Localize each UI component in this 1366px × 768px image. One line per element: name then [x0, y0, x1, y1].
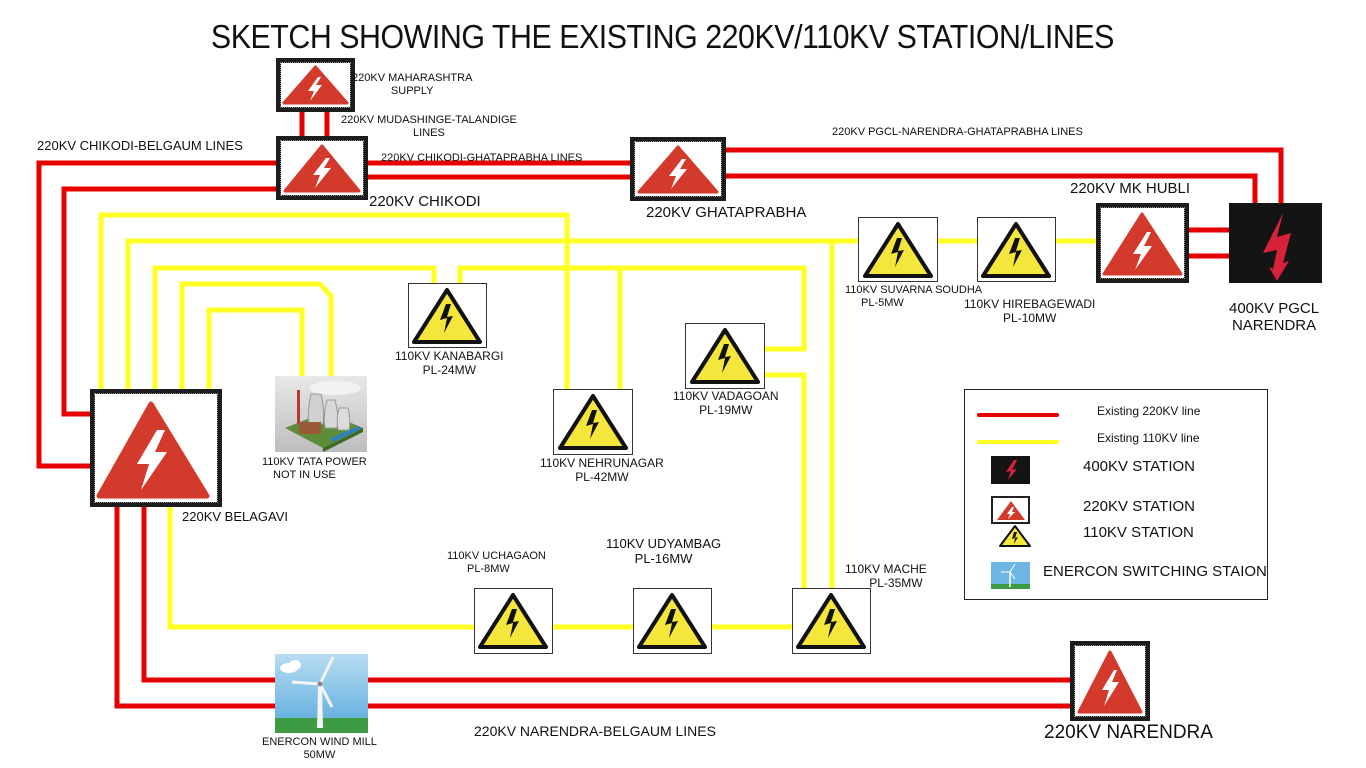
line-110kv-y2: [125, 238, 1096, 389]
station-label-belagavi: 220KV BELAGAVI: [182, 509, 288, 524]
tata-power-plant-image[interactable]: [275, 376, 367, 452]
110kv-station-icon: [796, 593, 866, 649]
enercon-wind-mill-image[interactable]: [275, 654, 368, 733]
wind-mill-icon: [991, 562, 1030, 589]
line-110kv-y3: [152, 265, 437, 389]
wind-mill-icon: [275, 656, 368, 733]
page-title: SKETCH SHOWING THE EXISTING 220KV/110KV …: [210, 18, 1114, 55]
220kv-station-icon: [637, 145, 719, 194]
220kv-station-icon: [1102, 212, 1183, 276]
station-110kv-uchagaon[interactable]: [474, 588, 553, 654]
220kv-station-icon: [96, 401, 210, 499]
400kv-station-icon: [991, 456, 1030, 484]
station-220kv-narendra[interactable]: [1070, 641, 1150, 721]
220kv-station-icon: [991, 496, 1030, 524]
line-label-chikodi-belgaum: 220KV CHIKODI-BELGAUM LINES: [37, 138, 243, 153]
station-label-mk-hubli: 220KV MK HUBLI: [1070, 180, 1191, 197]
110kv-station-icon: [412, 288, 482, 344]
yellow-line-swatch: [977, 440, 1059, 444]
line-220kv-narendra-belgaum-outer: [114, 507, 275, 709]
station-110kv-mache[interactable]: [792, 588, 871, 654]
110kv-station-icon: [690, 328, 760, 384]
110kv-station-icon: [863, 222, 933, 278]
line-220kv-narendra-belgaum-inner: [141, 507, 275, 683]
power-plant-icon: [285, 381, 363, 452]
station-110kv-hirebagewadi[interactable]: [977, 217, 1056, 282]
110kv-station-icon: [637, 593, 707, 649]
220kv-station-icon: [1077, 650, 1143, 714]
line-110kv-y1: [98, 212, 570, 389]
110kv-station-icon: [478, 593, 548, 649]
station-110kv-vadagoan[interactable]: [685, 323, 765, 389]
lines-110kv: [98, 212, 1096, 630]
line-110kv-y11: [765, 372, 807, 588]
line-220kv-chikodi-belgaum-inner: [61, 186, 276, 417]
220kv-station-icon: [282, 65, 349, 105]
110kv-station-icon: [981, 222, 1051, 278]
station-400kv-pgcl-narendra[interactable]: [1229, 203, 1322, 283]
line-110kv-y7: [206, 307, 305, 389]
110kv-station-icon: [999, 525, 1031, 547]
station-label-narendra: 220KV NARENDRA: [1044, 722, 1213, 743]
red-line-swatch: [977, 413, 1059, 417]
station-220kv-mk-hubli[interactable]: [1096, 203, 1189, 283]
line-label-pgcl-narendra-ghataprabha: 220KV PGCL-NARENDRA-GHATAPRABHA LINES: [832, 126, 1083, 138]
line-110kv-y8: [167, 507, 474, 630]
110kv-station-icon: [558, 394, 628, 450]
legend: Existing 220KV line Existing 110KV line …: [964, 389, 1268, 600]
220kv-station-icon: [283, 144, 361, 193]
line-110kv-y4: [457, 265, 807, 352]
line-label-chikodi-ghataprabha: 220KV CHIKODI-GHATAPRABHA LINES: [381, 152, 583, 164]
station-220kv-maharashtra[interactable]: [276, 58, 355, 112]
station-220kv-chikodi[interactable]: [276, 136, 368, 200]
station-110kv-kanabargi[interactable]: [408, 283, 487, 348]
station-110kv-nehrunagar[interactable]: [553, 389, 633, 455]
station-label-chikodi: 220KV CHIKODI: [369, 193, 481, 210]
station-220kv-belagavi[interactable]: [90, 389, 222, 507]
line-220kv-pgcl-ghataprabha-inner: [726, 173, 1258, 203]
line-220kv-chikodi-belgaum-outer: [36, 160, 276, 469]
station-110kv-udyambag[interactable]: [633, 588, 712, 654]
line-label-narendra-belgaum: 220KV NARENDRA-BELGAUM LINES: [474, 723, 716, 739]
400kv-station-icon: [1263, 213, 1291, 281]
line-110kv-y6: [179, 281, 334, 389]
lines-220kv: [36, 112, 1284, 709]
station-110kv-suvarna-soudha[interactable]: [858, 217, 938, 282]
station-label-ghataprabha: 220KV GHATAPRABHA: [646, 204, 807, 221]
line-220kv-pgcl-ghataprabha-outer: [726, 147, 1284, 203]
station-220kv-ghataprabha[interactable]: [630, 137, 726, 201]
